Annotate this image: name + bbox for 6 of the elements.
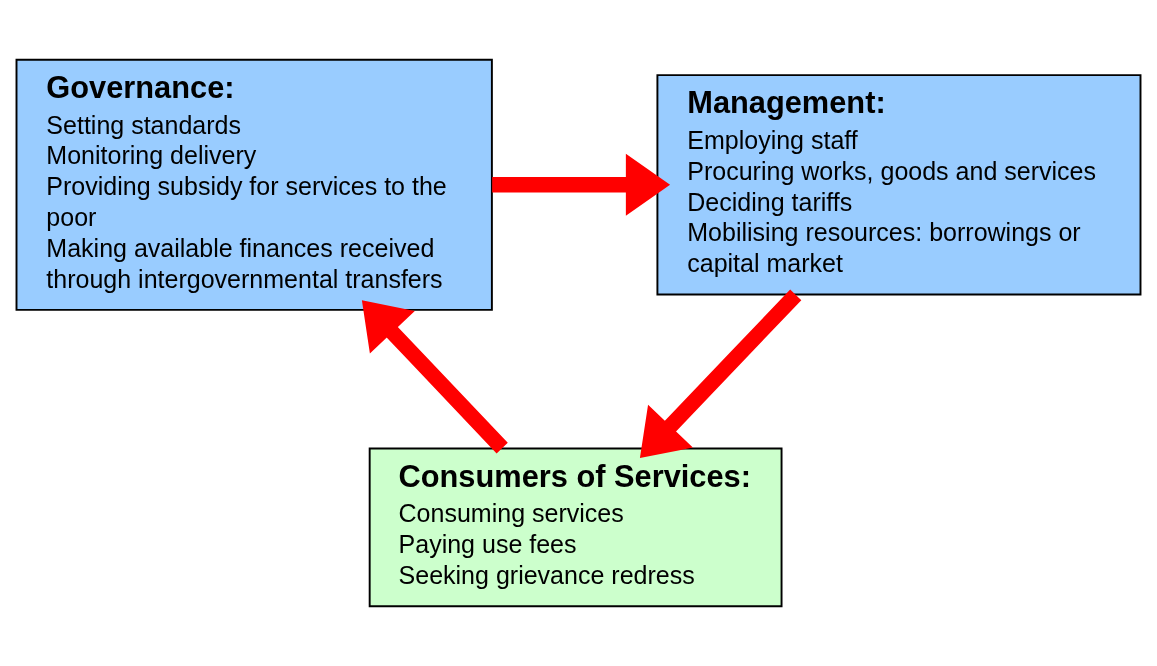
arrow	[639, 289, 802, 459]
arrow	[361, 300, 508, 454]
node-box: Management: Employing staff Procuring works, goods and services Deciding tariffs Mobilising resources: borrowings or capital market	[656, 74, 1142, 296]
arrow	[492, 153, 671, 216]
node-box: Consumers of Services: Consuming services Paying use fees Seeking grievance redress	[368, 447, 783, 608]
node-box: Governance: Setting standards Monitoring delivery Providing subsidy for services to the poor Making available finances received through intergovernmental transfers	[15, 58, 493, 311]
